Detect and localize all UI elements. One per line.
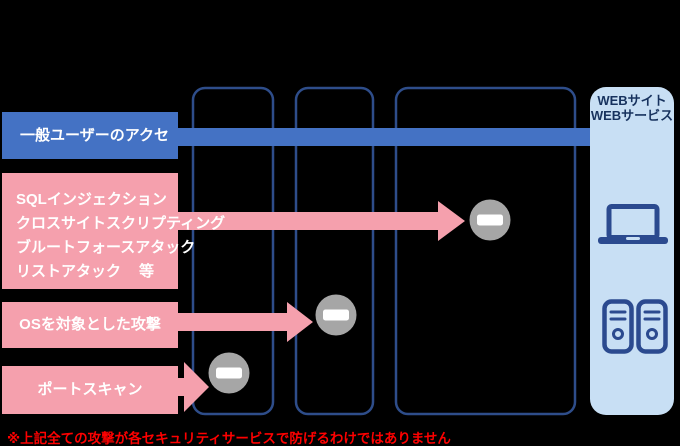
port-scan-label-box: ポートスキャン: [2, 366, 178, 414]
web-attack-line-4: リストアタック 等: [2, 260, 178, 284]
web-attack-line-2: クロスサイトスクリプティング: [16, 215, 226, 232]
destination-panel: WEBサイト WEBサービス: [590, 87, 674, 415]
destination-line-1: WEBサイト: [597, 93, 667, 108]
security-layer-column-1: [191, 86, 275, 416]
web-attack-line-1: SQLインジェクション: [16, 191, 167, 208]
web-attacks-label-box: SQLインジェクション クロスサイトスクリプティング ブルートフォースアタック …: [2, 173, 226, 289]
security-layer-column-2: [294, 86, 375, 416]
laptop-icon: [598, 204, 668, 244]
server-icon: [602, 299, 668, 354]
port-scan-label: ポートスキャン: [37, 381, 143, 398]
os-attack-label: OSを対象とした攻撃: [19, 316, 161, 333]
user-access-label-box: 一般ユーザーのアクセス: [2, 112, 178, 191]
user-access-arrow: [170, 122, 644, 152]
os-attack-label-box: OSを対象とした攻撃: [2, 302, 178, 348]
block-icon: [469, 199, 511, 241]
web-attack-arrow: [170, 201, 465, 241]
destination-title: WEBサイト WEBサービス: [590, 93, 674, 123]
web-attack-line-4-text: リストアタック: [16, 263, 122, 280]
web-attack-etc: 等: [138, 263, 154, 280]
footnote: ※上記全ての攻撃が各セキュリティサービスで防げるわけではありません: [7, 431, 451, 446]
security-layer-column-3: [394, 86, 577, 416]
destination-line-2: WEBサービス: [590, 107, 674, 123]
os-attack-arrow: [170, 302, 313, 342]
block-icon: [315, 294, 357, 336]
web-attack-line-3: ブルートフォースアタック: [16, 239, 196, 256]
block-icon: [208, 352, 250, 394]
